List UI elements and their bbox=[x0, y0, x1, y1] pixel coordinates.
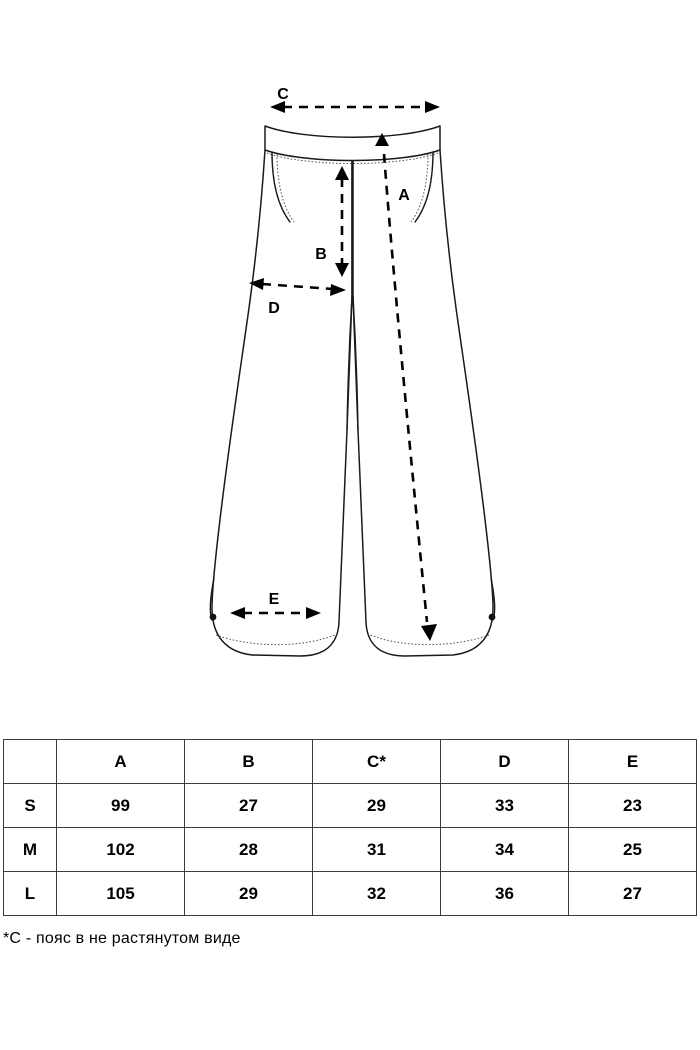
size-table-body: S 99 27 29 33 23 M 102 28 31 34 25 L 105… bbox=[3, 783, 697, 916]
measure-label-e: E bbox=[269, 591, 280, 608]
cell-m-d: 34 bbox=[440, 827, 569, 872]
cell-l-a: 105 bbox=[56, 871, 185, 916]
table-header-b: B bbox=[184, 739, 313, 784]
size-table-head: A B C* D E bbox=[3, 739, 697, 784]
left-hem-stitch bbox=[215, 633, 338, 646]
cell-s-c: 29 bbox=[312, 783, 441, 828]
pants-diagram-svg: C A B D E bbox=[209, 86, 496, 657]
cell-s-b: 27 bbox=[184, 783, 313, 828]
measure-c-waist-pointer bbox=[375, 133, 389, 146]
measure-label-b: B bbox=[315, 246, 327, 263]
cell-l-c: 32 bbox=[312, 871, 441, 916]
left-pocket bbox=[271, 151, 295, 223]
measure-b-arrow bbox=[335, 166, 349, 277]
row-size-label: M bbox=[3, 827, 57, 872]
row-size-label: S bbox=[3, 783, 57, 828]
cell-s-d: 33 bbox=[440, 783, 569, 828]
right-pocket bbox=[410, 151, 434, 223]
waistband bbox=[264, 125, 441, 164]
left-slit-stop-dot bbox=[209, 613, 217, 621]
table-row: M 102 28 31 34 25 bbox=[3, 827, 697, 872]
measure-c-arrow bbox=[270, 101, 440, 113]
size-table-container: A B C* D E S 99 27 29 33 23 M 102 28 31 … bbox=[3, 739, 697, 916]
cell-m-c: 31 bbox=[312, 827, 441, 872]
table-header-c: C* bbox=[312, 739, 441, 784]
left-pocket-opening bbox=[271, 151, 291, 223]
size-table: A B C* D E S 99 27 29 33 23 M 102 28 31 … bbox=[3, 739, 697, 916]
right-slit-stop-dot bbox=[488, 613, 496, 621]
right-pocket-opening bbox=[414, 151, 434, 223]
table-header-corner bbox=[3, 739, 57, 784]
right-inseam bbox=[352, 295, 359, 431]
row-size-label: L bbox=[3, 871, 57, 916]
garment-technical-drawing: C A B D E bbox=[209, 86, 496, 657]
cell-m-e: 25 bbox=[568, 827, 697, 872]
measure-e-arrow bbox=[230, 607, 321, 619]
right-leg-panel bbox=[352, 149, 494, 657]
measure-d-arrow bbox=[249, 278, 346, 296]
left-hem bbox=[209, 577, 338, 646]
right-hem-stitch bbox=[367, 633, 490, 646]
right-pocket-stitch bbox=[410, 153, 429, 223]
cell-m-b: 28 bbox=[184, 827, 313, 872]
cell-s-e: 23 bbox=[568, 783, 697, 828]
measure-label-c: C bbox=[277, 86, 289, 103]
right-hem bbox=[367, 577, 496, 646]
table-row: L 105 29 32 36 27 bbox=[3, 871, 697, 916]
measure-label-a: A bbox=[398, 187, 410, 204]
left-leg-panel bbox=[211, 149, 353, 657]
table-row: S 99 27 29 33 23 bbox=[3, 783, 697, 828]
table-header-d: D bbox=[440, 739, 569, 784]
measure-label-d: D bbox=[268, 300, 280, 317]
cell-s-a: 99 bbox=[56, 783, 185, 828]
cell-m-a: 102 bbox=[56, 827, 185, 872]
footnote-text: *C - пояс в не растянутом виде bbox=[3, 930, 241, 947]
table-header-e: E bbox=[568, 739, 697, 784]
left-pocket-stitch bbox=[276, 153, 295, 223]
left-inseam bbox=[346, 295, 353, 431]
table-header-a: A bbox=[56, 739, 185, 784]
cell-l-b: 29 bbox=[184, 871, 313, 916]
table-header-row: A B C* D E bbox=[3, 739, 697, 784]
measure-a-arrow bbox=[382, 153, 437, 641]
cell-l-e: 27 bbox=[568, 871, 697, 916]
cell-l-d: 36 bbox=[440, 871, 569, 916]
